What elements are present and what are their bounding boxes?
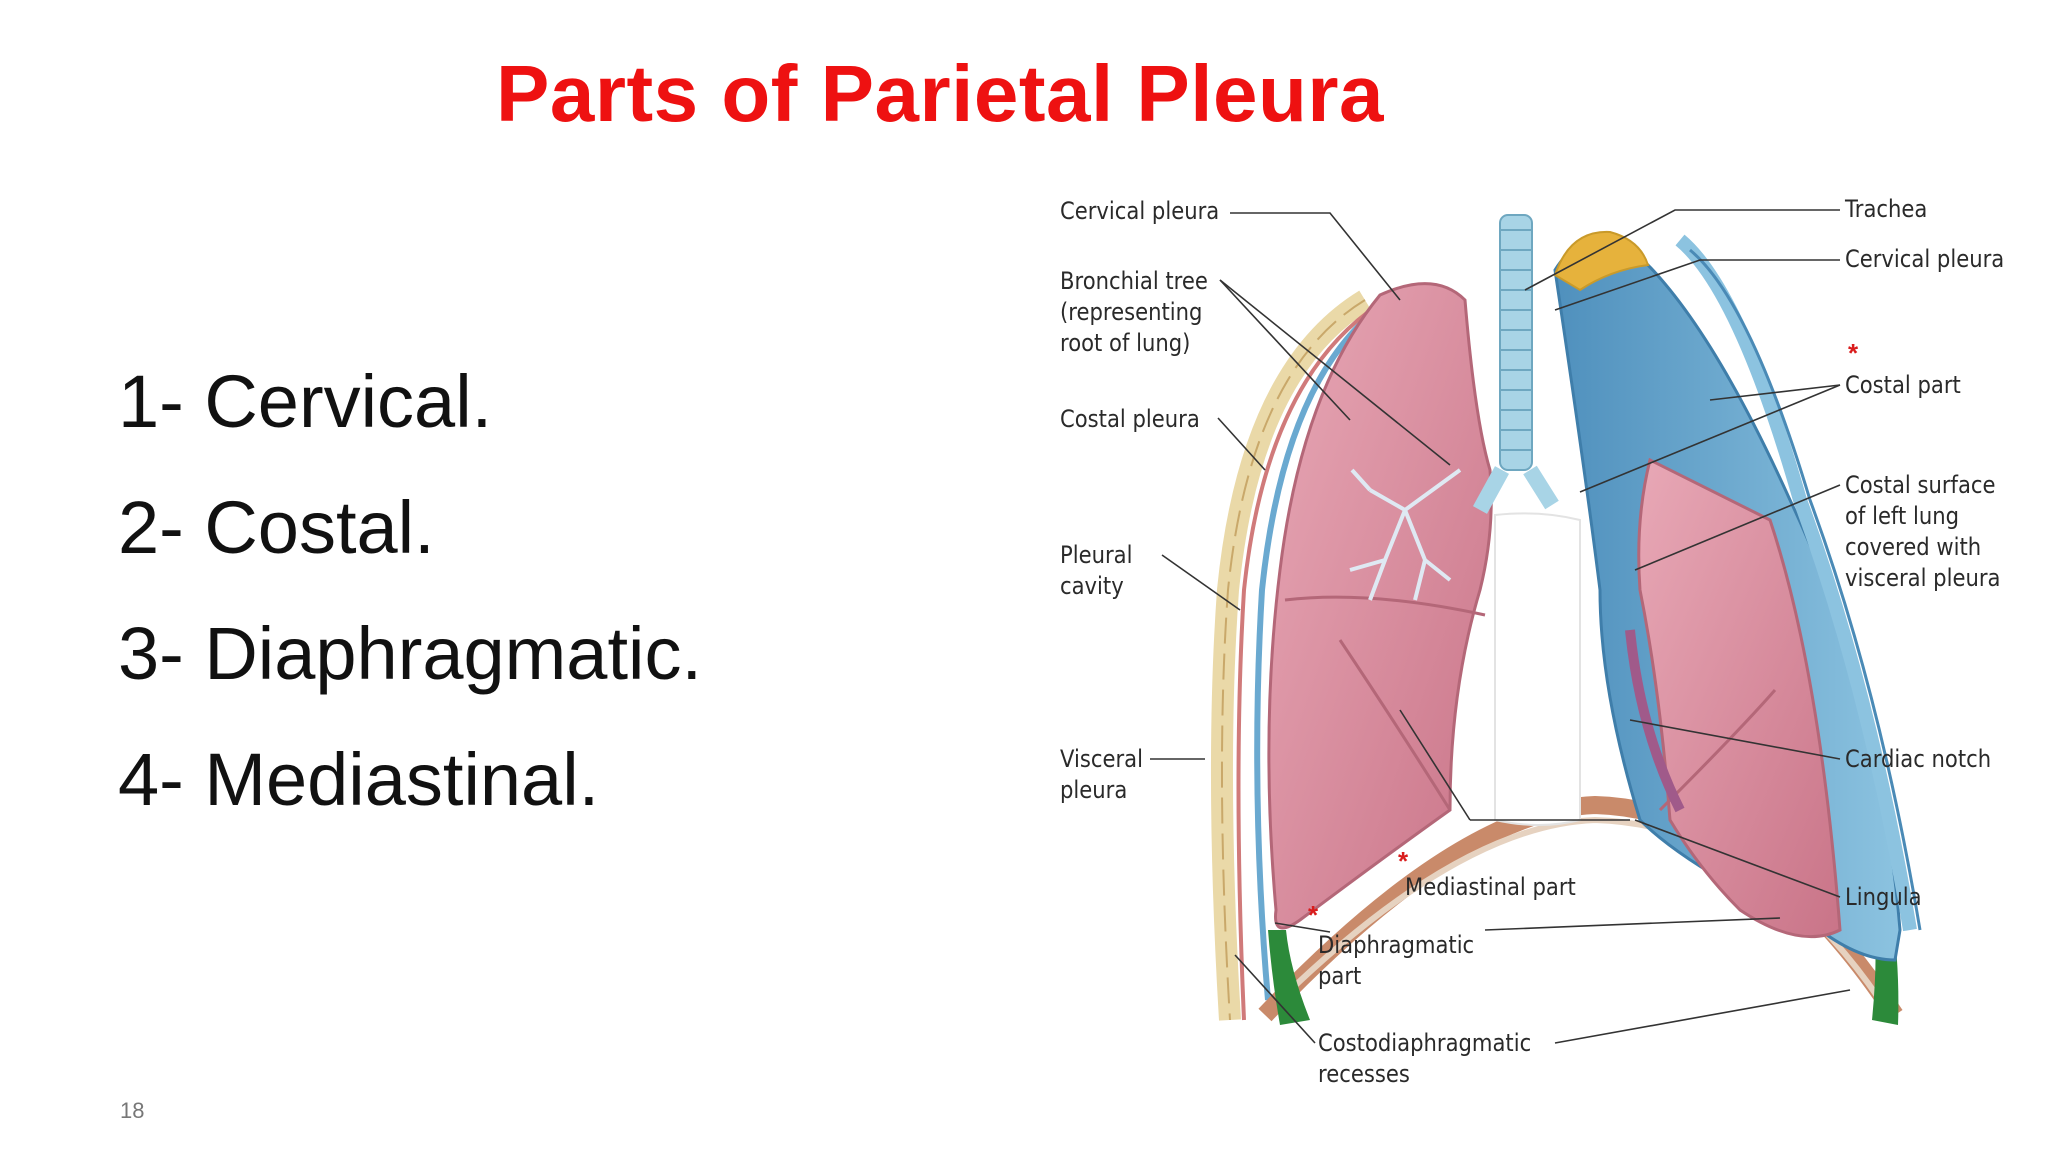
label-bronchial-tree: Bronchial tree (representing root of lun… [1060, 267, 1208, 357]
pleura-illustration [1150, 209, 1922, 1044]
label-mediastinal-part: Mediastinal part [1405, 873, 1576, 901]
label-cardiac-notch: Cardiac notch [1845, 745, 1992, 773]
list-item-cervical: 1- Cervical. [118, 360, 493, 443]
list-item-mediastinal: 4- Mediastinal. [118, 738, 600, 821]
right-lung [1267, 282, 1493, 930]
left-recess [1268, 930, 1310, 1025]
pleura-diagram: Cervical pleura Bronchial tree (represen… [1040, 170, 2040, 1110]
label-costal-surface: Costal surface of left lung covered with… [1845, 471, 2001, 592]
page-number: 18 [120, 1098, 145, 1123]
leader-lines [1150, 209, 1851, 1044]
label-visceral-pleura: Visceral pleura [1060, 745, 1143, 804]
bronchial-tree-drawing [1349, 468, 1462, 601]
label-trachea: Trachea [1845, 195, 1928, 223]
label-costodiaphragmatic-recesses: Costodiaphragmatic recesses [1318, 1029, 1532, 1088]
star-mediastinal-part: * [1398, 846, 1409, 876]
star-costal-part: * [1848, 338, 1859, 368]
label-lingula: Lingula [1845, 883, 1922, 911]
star-diaphragmatic-part: * [1308, 900, 1319, 930]
cervical-cap [1553, 230, 1650, 292]
slide-title: Parts of Parietal Pleura [496, 49, 1384, 138]
label-cervical-pleura-left: Cervical pleura [1060, 197, 1220, 225]
list-item-costal: 2- Costal. [118, 486, 435, 569]
label-cervical-pleura-right: Cervical pleura [1845, 245, 2005, 273]
label-pleural-cavity: Pleural cavity [1060, 541, 1133, 600]
label-diaphragmatic-part: Diaphragmatic part [1318, 931, 1475, 990]
label-costal-pleura: Costal pleura [1060, 405, 1200, 433]
list-item-diaphragmatic: 3- Diaphragmatic. [118, 612, 703, 695]
parts-list: 1- Cervical. 2- Costal. 3- Diaphragmatic… [118, 352, 702, 856]
trachea-drawing [1472, 214, 1559, 514]
label-costal-part: Costal part [1845, 371, 1961, 399]
